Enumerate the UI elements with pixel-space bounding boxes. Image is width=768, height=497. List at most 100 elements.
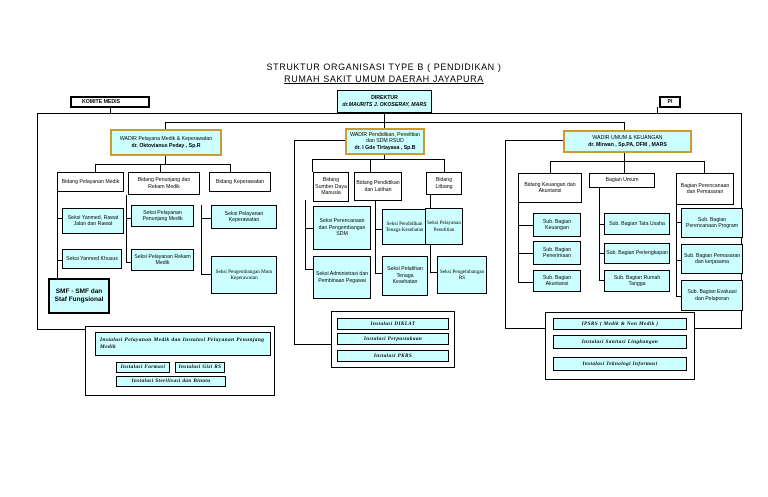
wadir-umum-label: WADIR UMUM & KEUANGAN [592,135,663,141]
seksi-pendidikan-nakes-label: Seksi Pendidikan Tenaga Kesehatan [385,220,424,234]
connector [384,155,385,159]
seksi-mutu-keperawatan-label: Seksi Pengembangan Mutu Keperawatan [215,268,273,282]
connector [375,273,382,274]
seksi-pelatihan-label: Seksi Pelatihan Tenaga Kesehatan [387,266,423,286]
instalasi-teknologi-box: Instalasi Teknologi Informasi [553,357,687,371]
seksi-perencanaan-sdm-label: Seksi Perencanaan dan Pengembangan SDM [318,218,366,238]
seksi-penunjang-medik-box: Seksi Pelayanan Penunjang Medik [131,205,194,227]
connector [305,269,313,270]
sub-perencanaan-program-box: Sub. Bagian Perencanaan Program [681,208,743,238]
bidang-penunjang-box: Bidang Penunjang dan Rekam Medik [128,172,200,195]
connector [126,218,131,219]
wadir-pendidikan-label: WADIR Pendidikan, Penelitian dan SDM RSU… [350,131,420,145]
chart-subtitle: RUMAH SAKIT UMUM DAERAH JAYAPURA [284,74,484,84]
bidang-keperawatan-label: Bidang Keperawatan [215,178,265,185]
sub-akuntansi-label: Sub. Bagian Akuntansi [542,274,572,288]
connector [126,262,131,263]
bidang-pelayanan-medik-box: Bidang Pelayanan Medik [57,172,124,192]
chart-title: STRUKTUR ORGANISASI TYPE B ( PENDIDIKAN … [266,62,502,72]
instalasi-sanitasi-label: Instalasi Sanitasi Lingkungan [581,338,659,345]
seksi-yanmed-khusus-box: Seksi Yanmed Khusus [62,249,122,269]
connector [599,188,600,281]
connector [518,282,533,283]
connector [312,159,313,172]
connector [624,122,625,130]
direktur-name: dr.MAURITS J. OKOSERAY, MARS [342,101,427,108]
seksi-administrasi-box: Seksi Administrasi dan Pembinaan Pegawai [313,256,371,299]
connector [201,274,211,275]
connector [57,260,62,261]
connector [505,140,563,141]
spi-box: PI [659,96,681,108]
instalasi-farmasi-label: Instalasi Farmasi [120,364,166,371]
komite-medis-box: KOMITE MEDIS [70,96,150,108]
connector [305,228,313,229]
bagian-umum-box: Bagian Umum [589,173,655,188]
connector [518,253,533,254]
connector [676,260,681,261]
connector [430,272,437,273]
bidang-keuangan-box: Bidang Keuangan dan Akuntansi [518,173,582,203]
bidang-penunjang-label: Bidang Penunjang dan Rekam Medik [137,177,191,190]
seksi-yanmed-khusus-label: Seksi Yanmed Khusus [66,255,118,262]
connector [294,344,334,345]
wadir-medik-label: WADIR Pelayana Medik & Keperawatan [119,136,213,142]
wadir-medik-name: dr. Oktovianus Peday , Sp.R [131,142,201,149]
sub-rumah-tangga-label: Sub. Bagian Rumah Tangga [613,274,661,288]
sub-penerimaan-label: Sub. Bagian Penerimaan [542,246,572,260]
connector [599,280,604,281]
connector [294,140,345,141]
seksi-administrasi-label: Seksi Administrasi dan Pembinaan Pegawai [315,271,369,284]
sub-tata-usaha-label: Sub. Bagian Tata Usaha [609,220,665,227]
connector [57,185,58,278]
connector [657,107,658,114]
connector [165,122,624,123]
instalasi-farmasi-box: Instalasi Farmasi [116,362,170,373]
komite-medis-label: KOMITE MEDIS [82,98,121,105]
instalasi-teknologi-label: Instalasi Teknologi Informasi [582,360,658,367]
seksi-rekam-medik-box: Seksi Pelayanan Rekam Medik [131,249,194,271]
sub-evaluasi-box: Sub. Bagian Evaluasi dan Pelaporan [681,280,743,311]
sub-tata-usaha-box: Sub. Bagian Tata Usaha [604,213,670,235]
wadir-pendidikan-box: WADIR Pendidikan, Penelitian dan SDM RSU… [345,128,425,155]
seksi-pendidikan-nakes-box: Seksi Pendidikan Tenaga Kesehatan [382,209,427,245]
bidang-diklat-box: Bidang Pendidikan dan Latihan [354,172,402,201]
connector [550,161,704,162]
connector [57,218,62,219]
seksi-keperawatan-box: Seksi Pelayanan Keperawatan [211,205,277,229]
bagian-umum-label: Bagian Umum [605,177,639,184]
seksi-mutu-keperawatan-box: Seksi Pengembangan Mutu Keperawatan [211,256,277,294]
connector [160,164,161,172]
instalasi-pkrs-box: Instalasi PKRS [337,350,449,362]
seksi-keperawatan-label: Seksi Pelayanan Keperawatan [224,210,264,224]
wadir-umum-name: dr. Mirwan , Sp.PA, DFM , MARS [588,141,667,148]
sub-perlengkapan-box: Sub. Bagian Perlengkapan [604,243,670,264]
connector [704,161,705,174]
connector [201,218,211,219]
sub-perencanaan-program-label: Sub. Bagian Perencanaan Program [685,216,739,230]
bidang-diklat-label: Bidang Pendidikan dan Latihan [356,180,400,193]
connector [676,296,681,297]
bidang-litbang-label: Bidang Litbang [435,177,453,190]
bagian-perencanaan-label: Bagian Perencanaan dan Pemasaran [680,182,730,196]
wadir-umum-box: WADIR UMUM & KEUANGAN dr. Mirwan , Sp.PA… [563,130,692,153]
connector [599,253,604,254]
connector [676,222,681,223]
connector [444,159,445,172]
connector [126,195,127,263]
sub-perlengkapan-label: Sub. Bagian Perlengkapan [606,250,668,257]
connector [37,113,38,330]
connector [305,200,306,270]
instalasi-medik-header: Instalasi Pelayanan Medik dan Instalasi … [95,332,271,356]
sub-keuangan-box: Sub. Bagian Keuangan [533,213,581,237]
sub-pemasaran-box: Sub. Bagian Pemasaran dan kerjasama [681,244,743,274]
seksi-penelitian-label: Seksi Pelayanan Penelitian [427,220,461,233]
connector [375,200,376,274]
instalasi-sterilisasi-label: Instalasi Sterilisasi dan Binatu [131,378,211,385]
instalasi-medik-header-label: Instalasi Pelayanan Medik dan Instalasi … [100,337,265,350]
seksi-perencanaan-sdm-box: Seksi Perencanaan dan Pengembangan SDM [313,206,371,250]
bidang-litbang-box: Bidang Litbang [426,172,462,195]
instalasi-diklat-box: Instalasi DIKLAT [337,318,449,330]
instalasi-perpustakaan-box: Instalasi Perpustakaan [337,333,449,345]
